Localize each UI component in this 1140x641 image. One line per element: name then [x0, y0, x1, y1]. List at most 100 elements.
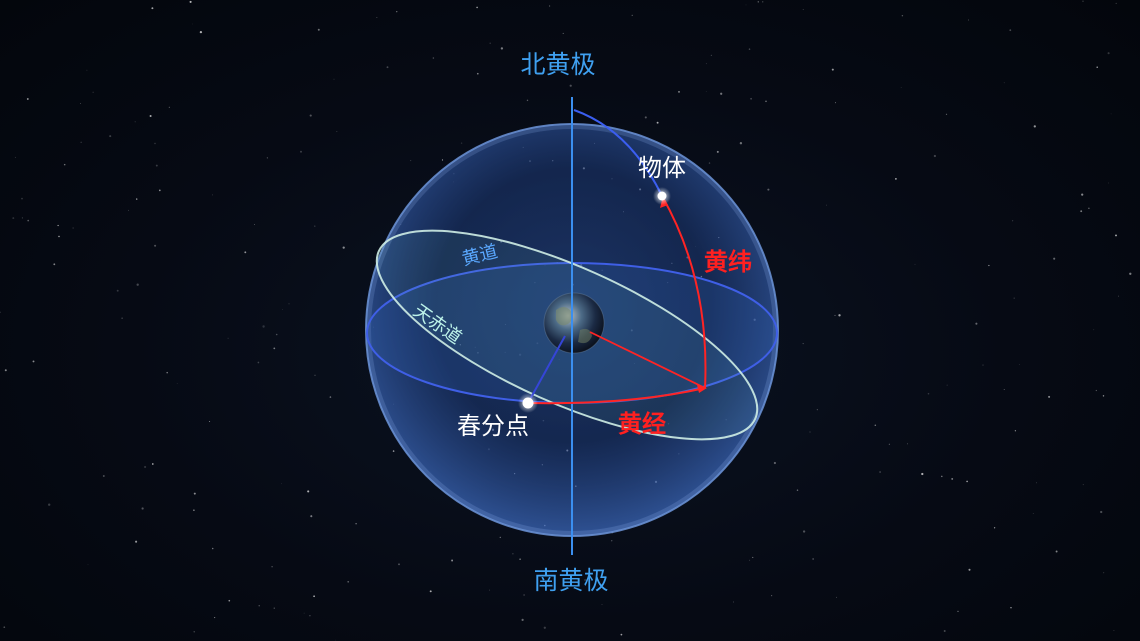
star [21, 197, 23, 200]
star [244, 251, 247, 254]
star [512, 553, 514, 555]
star [1014, 430, 1017, 432]
star [273, 607, 275, 609]
star [762, 1, 764, 3]
star [410, 160, 412, 162]
star [644, 116, 647, 119]
star [1100, 510, 1103, 514]
star [1088, 207, 1090, 209]
star [86, 69, 88, 71]
star [500, 47, 504, 50]
star [620, 633, 623, 636]
star [1082, 0, 1084, 2]
star [144, 465, 147, 469]
star [543, 626, 546, 629]
star [874, 424, 877, 426]
star [300, 150, 302, 153]
star [3, 626, 6, 629]
star [957, 610, 959, 613]
star [227, 337, 229, 339]
star [716, 150, 719, 153]
star [907, 443, 908, 445]
star [191, 23, 193, 25]
star [757, 1, 760, 3]
south-ecliptic-pole-label: 南黄极 [533, 566, 609, 595]
north-ecliptic-pole-label: 北黄极 [520, 50, 596, 79]
star [1012, 220, 1014, 222]
star [0, 311, 1, 314]
star [12, 217, 15, 220]
star [562, 32, 564, 34]
star [767, 188, 770, 191]
star [211, 547, 214, 550]
star [739, 142, 743, 145]
star [836, 596, 837, 598]
star [333, 78, 335, 80]
star [752, 556, 754, 558]
star [476, 72, 479, 75]
star [87, 564, 89, 566]
star [521, 618, 524, 622]
star [398, 563, 400, 566]
star [136, 283, 139, 286]
star [21, 217, 23, 219]
star [396, 11, 398, 13]
star [951, 477, 954, 480]
star [158, 189, 161, 192]
star [750, 97, 753, 100]
star [154, 244, 157, 247]
star [489, 42, 491, 44]
star [601, 604, 603, 605]
star [1107, 52, 1110, 55]
star [1082, 484, 1084, 486]
star [1081, 193, 1084, 196]
star [310, 515, 313, 518]
star [941, 475, 943, 478]
star [523, 594, 525, 596]
star [168, 106, 170, 108]
star [193, 492, 196, 495]
star [966, 480, 968, 483]
earth [543, 292, 605, 354]
object-label: 物体 [638, 154, 686, 182]
vernal-equinox-point [522, 397, 534, 409]
star [796, 489, 799, 491]
star [254, 224, 255, 225]
star [705, 91, 707, 92]
star [968, 19, 969, 21]
star [802, 530, 806, 533]
star [136, 198, 138, 200]
star [705, 63, 707, 65]
ecliptic-latitude-arc [661, 195, 707, 389]
ecliptic-longitude-label: 黄经 [618, 410, 666, 438]
star [116, 289, 119, 292]
star [309, 114, 312, 117]
star [386, 66, 389, 69]
star [901, 14, 904, 17]
star [476, 6, 478, 9]
star [176, 383, 178, 384]
star [154, 142, 156, 145]
star [149, 114, 152, 118]
star [92, 91, 94, 93]
star [1096, 66, 1098, 68]
star [72, 227, 74, 229]
star [1013, 297, 1015, 299]
star [708, 162, 711, 164]
star [273, 347, 276, 350]
star [900, 87, 902, 89]
star [1009, 29, 1012, 32]
star [549, 5, 551, 7]
star [1110, 113, 1112, 115]
star [749, 559, 751, 561]
star [63, 163, 66, 166]
star [611, 540, 613, 542]
star [288, 303, 290, 305]
star [993, 527, 996, 529]
star [155, 164, 158, 167]
star [802, 8, 804, 10]
star [834, 314, 836, 316]
star [313, 595, 315, 598]
star [710, 54, 713, 57]
